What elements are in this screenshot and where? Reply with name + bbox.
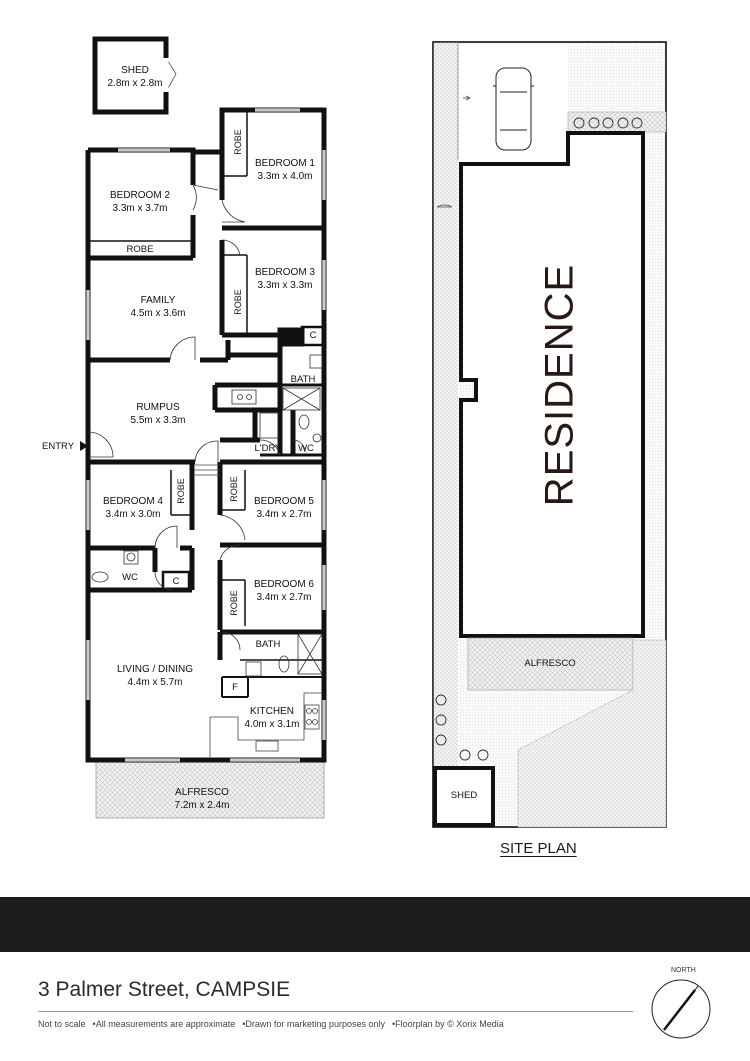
wc-label: WC: [122, 572, 138, 583]
room-living-dining: LIVING / DINING 4.4m x 5.7m: [110, 663, 200, 689]
site-alfresco-label: ALFRESCO: [524, 658, 576, 669]
entry-arrow: [80, 441, 88, 451]
room-name: ALFRESCO: [175, 787, 229, 798]
room-dims: 3.3m x 3.7m: [112, 203, 168, 214]
plant-icons: [435, 117, 643, 761]
cupboard-label: C: [309, 330, 317, 341]
site-plan-title: SITE PLAN: [500, 840, 577, 857]
footer-band: [0, 897, 750, 952]
room-bedroom1: BEDROOM 1 3.3m x 4.0m: [245, 157, 325, 183]
property-address: 3 Palmer Street, CAMPSIE: [38, 978, 291, 1001]
room-rumpus: RUMPUS 5.5m x 3.3m: [118, 401, 198, 427]
cupboard-label: C: [172, 576, 180, 587]
disclaimer-item: Floorplan by © Xorix Media: [395, 1019, 504, 1029]
entry-label: ENTRY: [42, 441, 75, 452]
room-dims: 7.2m x 2.4m: [174, 800, 230, 811]
room-name: RUMPUS: [136, 402, 180, 413]
room-dims: 3.3m x 4.0m: [257, 171, 313, 182]
room-name: BEDROOM 2: [109, 190, 170, 201]
room-dims: 4.4m x 5.7m: [127, 677, 183, 688]
room-name: BEDROOM 4: [102, 496, 163, 507]
fridge-label: F: [232, 682, 238, 693]
steps: [195, 464, 220, 476]
robe-label: ROBE: [229, 476, 239, 502]
car-icon: [493, 67, 534, 151]
room-dims: 3.4m x 3.0m: [105, 509, 161, 520]
room-dims: 3.4m x 2.7m: [256, 509, 312, 520]
site-shed-label: SHED: [450, 790, 478, 801]
wc-label: WC: [298, 443, 314, 454]
room-kitchen: KITCHEN 4.0m x 3.1m: [232, 705, 312, 731]
footer-divider: [38, 1011, 633, 1012]
robe-label: ROBE: [176, 478, 186, 504]
laundry-label: L'DRY: [254, 443, 282, 454]
room-name: FAMILY: [140, 295, 176, 306]
kitchen-bench: [209, 692, 322, 757]
room-alfresco: ALFRESCO 7.2m x 2.4m: [162, 786, 242, 812]
site-plan-drawing: [432, 41, 667, 828]
robe-label: ROBE: [233, 289, 243, 315]
window-lines: [87, 109, 325, 761]
north-arrow-icon: [651, 979, 711, 1039]
floor-plan-drawing: [80, 36, 667, 828]
room-dims: 4.0m x 3.1m: [244, 719, 300, 730]
room-dims: 5.5m x 3.3m: [130, 415, 186, 426]
room-name: KITCHEN: [250, 706, 294, 717]
robe-label: ROBE: [126, 244, 154, 255]
north-label: NORTH: [671, 967, 696, 974]
room-name: SHED: [121, 65, 149, 76]
disclaimers: Not to scale•All measurements are approx…: [38, 1019, 504, 1029]
robe-label: ROBE: [229, 590, 239, 616]
room-bedroom2: BEDROOM 2 3.3m x 3.7m: [100, 189, 180, 215]
residence-label: RESIDENCE: [537, 263, 582, 507]
room-family: FAMILY 4.5m x 3.6m: [118, 294, 198, 320]
floor-plan-walls: [85, 107, 327, 763]
room-name: BEDROOM 5: [253, 496, 314, 507]
doors: [87, 184, 306, 651]
room-bedroom4: BEDROOM 4 3.4m x 3.0m: [93, 495, 173, 521]
robe-label: ROBE: [233, 129, 243, 155]
room-dims: 3.3m x 3.3m: [257, 280, 313, 291]
room-bedroom5: BEDROOM 5 3.4m x 2.7m: [244, 495, 324, 521]
disclaimer-item: All measurements are approximate: [95, 1019, 236, 1029]
shed-outline: [92, 36, 177, 115]
room-name: BEDROOM 3: [254, 267, 315, 278]
bath-label: BATH: [255, 639, 281, 650]
disclaimer-item: Drawn for marketing purposes only: [245, 1019, 385, 1029]
room-dims: 3.4m x 2.7m: [256, 592, 312, 603]
room-name: BEDROOM 1: [254, 158, 315, 169]
bath-label: BATH: [290, 374, 316, 385]
room-bedroom3: BEDROOM 3 3.3m x 3.3m: [245, 266, 325, 292]
disclaimer-item: Not to scale: [38, 1019, 86, 1029]
fixtures: [91, 354, 323, 677]
room-bedroom6: BEDROOM 6 3.4m x 2.7m: [244, 578, 324, 604]
room-name: LIVING / DINING: [116, 664, 194, 675]
room-dims: 2.8m x 2.8m: [107, 78, 163, 89]
room-dims: 4.5m x 3.6m: [130, 308, 186, 319]
room-shed: SHED 2.8m x 2.8m: [100, 64, 170, 90]
room-name: BEDROOM 6: [253, 579, 314, 590]
